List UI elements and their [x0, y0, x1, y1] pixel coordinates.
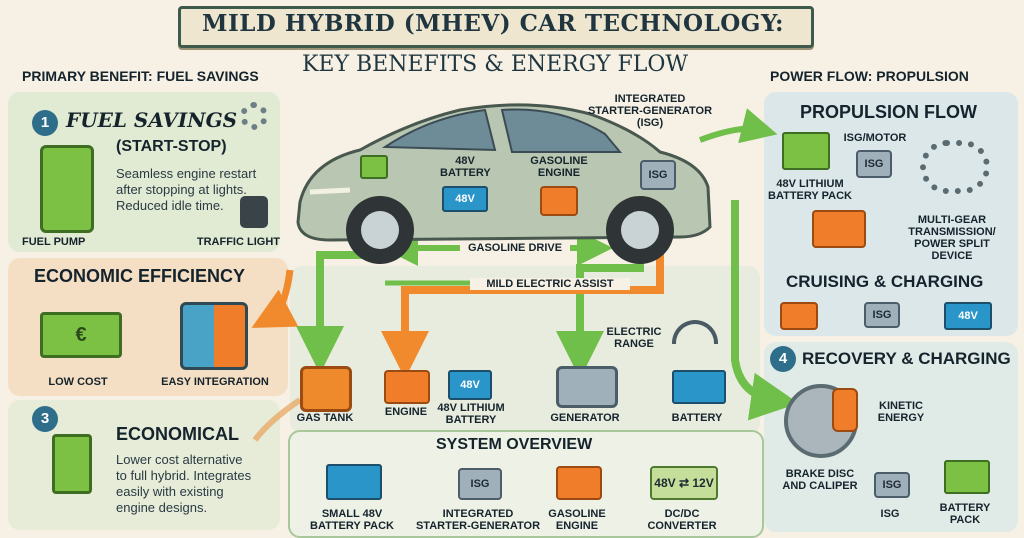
recovery-isg: ISG	[874, 472, 910, 498]
lower-engine-icon	[384, 370, 430, 404]
left-heading: PRIMARY BENEFIT: FUEL SAVINGS	[22, 68, 259, 84]
recovery-title: RECOVERY & CHARGING	[802, 349, 1011, 368]
cruise-battery: 48V	[944, 302, 992, 330]
caliper-icon	[832, 388, 858, 432]
economical-title: ECONOMICAL	[116, 424, 239, 444]
lower-battery-2	[672, 370, 726, 404]
generator-label: GENERATOR	[550, 412, 620, 424]
badge-4: 4	[770, 346, 796, 372]
propulsion-title: PROPULSION FLOW	[800, 102, 977, 122]
lower-engine-label: ENGINE	[384, 406, 428, 418]
overview-title: SYSTEM OVERVIEW	[436, 436, 593, 453]
cruise-engine-icon	[780, 302, 818, 330]
gas-tank-label: GAS TANK	[296, 412, 354, 424]
car-illustration	[296, 103, 712, 264]
gasoline-drive-label: GASOLINE DRIVE	[460, 242, 570, 254]
isg-motor-label: ISG/MOTOR	[843, 132, 907, 144]
car-engine-icon	[540, 186, 578, 216]
dcdc-converter: 48V ⇄ 12V	[650, 466, 718, 500]
puzzle-icon	[180, 302, 248, 370]
generator-icon	[556, 366, 618, 408]
car-battery: 48V	[442, 186, 488, 212]
economical-battery-icon	[52, 434, 92, 494]
transmission-icon	[920, 140, 990, 194]
prop-battery-icon	[782, 132, 830, 170]
cruising-title: CRUISING & CHARGING	[786, 272, 984, 291]
gas-tank-icon	[300, 366, 352, 412]
right-heading: POWER FLOW: PROPULSION	[770, 68, 969, 84]
ov-isg: ISG	[458, 468, 502, 500]
fuel-savings-title: FUEL SAVINGS	[66, 108, 238, 132]
prop-isg: ISG	[856, 150, 892, 178]
fuel-pump-label: FUEL PUMP	[22, 236, 86, 248]
traffic-light-icon	[240, 196, 268, 228]
badge-1: 1	[32, 110, 58, 136]
mild-assist-label: MILD ELECTRIC ASSIST	[470, 278, 630, 290]
gear-icon	[240, 102, 268, 130]
cruise-isg: ISG	[864, 302, 900, 328]
lower-battery: 48V	[448, 370, 492, 400]
fuel-pump-icon	[40, 145, 94, 233]
title-banner	[178, 6, 814, 48]
car-battery-icon	[360, 155, 388, 179]
battery-label: BATTERY	[671, 412, 723, 424]
page-subtitle: KEY BENEFITS & ENERGY FLOW	[302, 52, 688, 77]
ov-engine-icon	[556, 466, 602, 500]
badge-3: 3	[32, 406, 58, 432]
easy-integration-label: EASY INTEGRATION	[161, 376, 269, 388]
money-icon: €	[40, 312, 122, 358]
page-title: MILD HYBRID (MHEV) CAR TECHNOLOGY:	[201, 10, 785, 37]
ov-battery-icon	[326, 464, 382, 500]
economic-title: ECONOMIC EFFICIENCY	[34, 266, 246, 286]
start-stop-subtitle: (START-STOP)	[116, 138, 227, 155]
low-cost-label: LOW COST	[48, 376, 108, 388]
recovery-isg-label: ISG	[880, 508, 900, 520]
car-isg: ISG	[640, 160, 676, 190]
recovery-battery-icon	[944, 460, 990, 494]
prop-engine-icon	[812, 210, 866, 248]
traffic-light-label: TRAFFIC LIGHT	[196, 236, 280, 248]
